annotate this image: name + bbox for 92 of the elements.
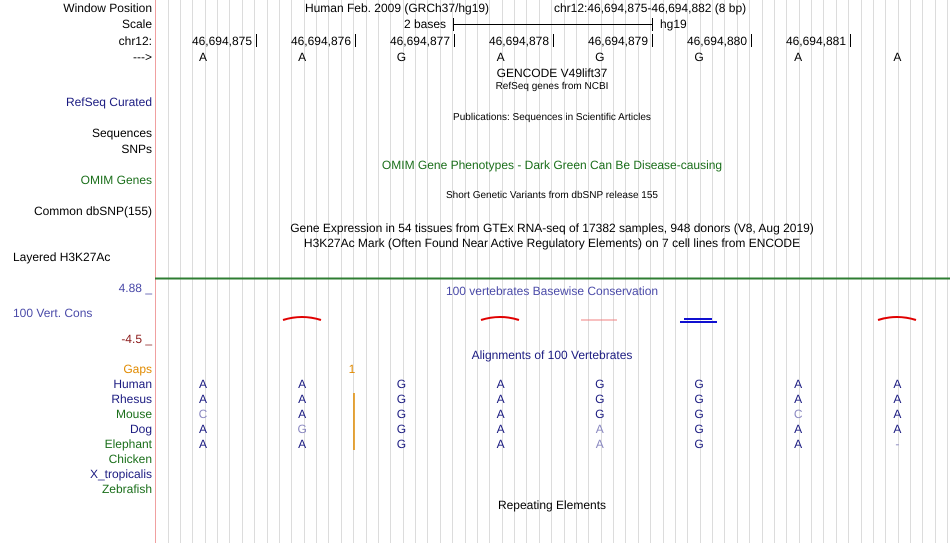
track-title: RefSeq genes from NCBI bbox=[496, 81, 608, 93]
base-letter: G bbox=[595, 392, 604, 406]
base-letter: G bbox=[595, 50, 604, 64]
track-title: GENCODE V49lift37 bbox=[496, 66, 608, 80]
track-label: Gaps bbox=[123, 362, 152, 376]
species-label: Rhesus bbox=[111, 392, 152, 406]
track-label: OMIM Genes bbox=[80, 173, 152, 187]
species-label: X_tropicalis bbox=[90, 467, 152, 481]
base-letter: G bbox=[694, 377, 704, 391]
track-title: Publications: Sequences in Scientific Articles bbox=[453, 112, 651, 124]
base-letter: G bbox=[396, 377, 406, 391]
species-label: Human bbox=[113, 377, 152, 391]
track-label: Common dbSNP(155) bbox=[34, 204, 152, 218]
track-label: SNPs bbox=[121, 142, 152, 156]
base-letter: A bbox=[596, 422, 604, 436]
base-letter: A bbox=[794, 422, 802, 436]
base-letter: G bbox=[694, 437, 704, 451]
coordinate-label: 46,694,876 bbox=[290, 34, 351, 48]
track-title: Short Genetic Variants from dbSNP release 155 bbox=[446, 190, 658, 202]
base-letter: A bbox=[794, 377, 802, 391]
base-letter: A bbox=[496, 407, 505, 421]
track-title: Gene Expression in 54 tissues from GTEx RNA-seq of 17382 samples, 948 donors (V8, Aug 2019) bbox=[290, 221, 814, 235]
track-title: H3K27Ac Mark (Often Found Near Active Regulatory Elements) on 7 cell lines from ENCODE bbox=[304, 236, 800, 250]
base-letter: A bbox=[199, 392, 207, 406]
base-letter: G bbox=[595, 407, 604, 421]
base-letter: A bbox=[893, 50, 902, 64]
coordinate-label: 46,694,875 bbox=[192, 34, 252, 48]
base-letter: A bbox=[298, 437, 306, 451]
base-letter: A bbox=[496, 422, 505, 436]
assembly-label: Human Feb. 2009 (GRCh37/hg19) bbox=[304, 1, 490, 15]
base-letter: A bbox=[496, 437, 505, 451]
coordinate-label: 46,694,878 bbox=[488, 34, 549, 48]
track-title: OMIM Gene Phenotypes - Dark Green Can Be Disease-causing bbox=[382, 158, 722, 172]
base-letter: A bbox=[298, 377, 306, 391]
position-label: chr12:46,694,875-46,694,882 (8 bp) bbox=[554, 1, 746, 15]
base-letter: A bbox=[496, 50, 505, 64]
base-letter: A bbox=[199, 50, 207, 64]
gap-count: 1 bbox=[348, 362, 356, 376]
base-letter: A bbox=[199, 377, 207, 391]
track-label: chr12: bbox=[118, 34, 152, 48]
base-letter: - bbox=[895, 437, 900, 451]
coordinate-label: 46,694,881 bbox=[786, 34, 846, 48]
base-letter: A bbox=[496, 392, 505, 406]
base-letter: C bbox=[198, 407, 208, 421]
base-letter: G bbox=[694, 392, 704, 406]
track-title: 100 vertebrates Basewise Conservation bbox=[446, 284, 658, 298]
base-letter: G bbox=[396, 422, 406, 436]
base-letter: A bbox=[298, 50, 306, 64]
axis-value: 4.88 _ bbox=[118, 281, 152, 295]
base-letter: A bbox=[893, 392, 902, 406]
base-letter: A bbox=[596, 437, 604, 451]
axis-value: -4.5 _ bbox=[121, 332, 152, 346]
base-letter: A bbox=[199, 422, 207, 436]
coordinate-label: 46,694,877 bbox=[390, 34, 450, 48]
species-label: Mouse bbox=[116, 407, 152, 421]
base-letter: A bbox=[893, 377, 902, 391]
base-letter: G bbox=[694, 407, 704, 421]
base-letter: A bbox=[893, 422, 902, 436]
track-label: Scale bbox=[122, 17, 152, 31]
base-letter: A bbox=[298, 392, 306, 406]
base-letter: G bbox=[396, 437, 406, 451]
track-label: RefSeq Curated bbox=[66, 95, 152, 109]
base-letter: G bbox=[396, 392, 406, 406]
base-letter: A bbox=[199, 437, 207, 451]
track-label: 100 Vert. Cons bbox=[13, 306, 92, 320]
species-label: Dog bbox=[130, 422, 152, 436]
species-label: Zebrafish bbox=[102, 482, 152, 496]
track-title: Repeating Elements bbox=[498, 498, 606, 512]
coordinate-label: 46,694,880 bbox=[686, 34, 747, 48]
base-letter: G bbox=[298, 422, 307, 436]
scale-label: 2 bases bbox=[404, 17, 446, 31]
base-letter: A bbox=[893, 407, 902, 421]
track-label: Sequences bbox=[92, 126, 152, 140]
scale-label: hg19 bbox=[660, 17, 687, 31]
track-title: Alignments of 100 Vertebrates bbox=[472, 348, 632, 362]
base-letter: G bbox=[595, 377, 604, 391]
base-letter: A bbox=[298, 407, 306, 421]
species-label: Chicken bbox=[108, 452, 152, 466]
base-letter: G bbox=[694, 422, 704, 436]
base-letter: A bbox=[794, 437, 802, 451]
base-letter: A bbox=[794, 50, 802, 64]
base-letter: A bbox=[794, 392, 802, 406]
track-label: Window Position bbox=[63, 1, 152, 15]
base-letter: G bbox=[396, 50, 406, 64]
base-letter: G bbox=[396, 407, 406, 421]
base-letter: A bbox=[496, 377, 505, 391]
base-letter: G bbox=[694, 50, 704, 64]
track-label: Layered H3K27Ac bbox=[13, 250, 110, 264]
species-label: Elephant bbox=[104, 437, 152, 451]
base-letter: C bbox=[794, 407, 803, 421]
strand-label: ---> bbox=[133, 50, 152, 64]
coordinate-label: 46,694,879 bbox=[588, 34, 648, 48]
